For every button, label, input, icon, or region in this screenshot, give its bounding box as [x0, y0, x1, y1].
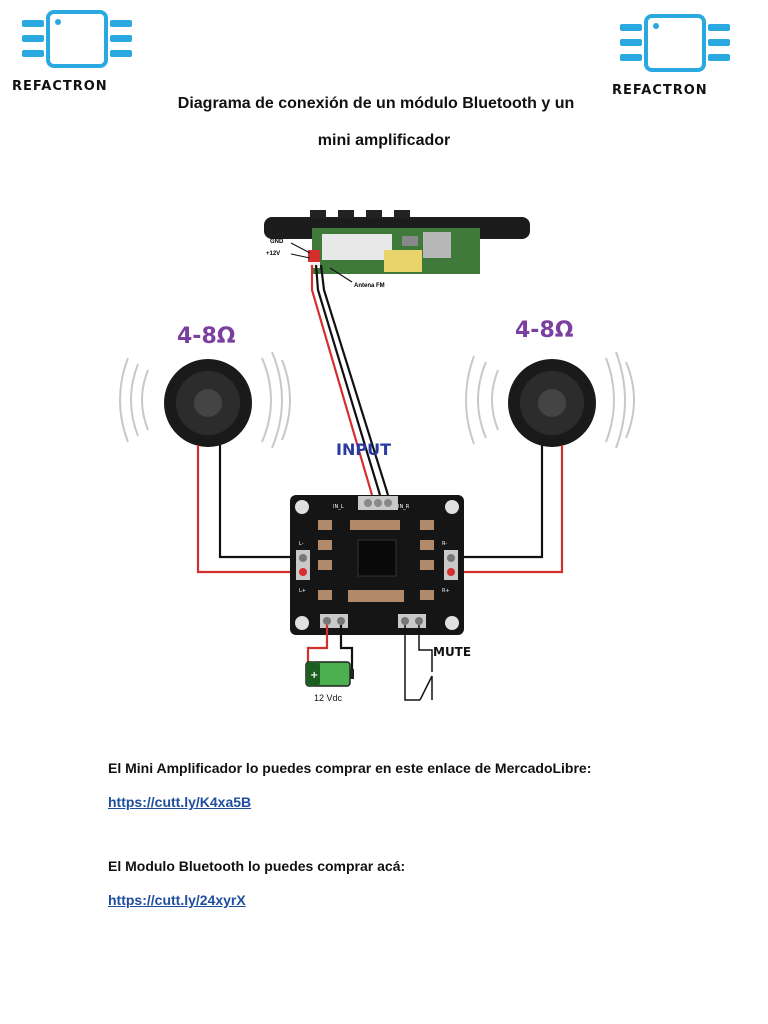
pin-l-minus-label: L- [299, 541, 304, 547]
refactron-logo-left [14, 8, 144, 83]
svg-text:+: + [310, 670, 318, 681]
mute-label: MUTE [433, 645, 471, 659]
amplifier-purchase-link[interactable]: https://cutt.ly/K4xa5B [108, 794, 252, 810]
gnd-label: GND [270, 239, 284, 245]
battery-label: 12 Vdc [314, 693, 343, 703]
antenna-label: Antena FM [354, 283, 385, 289]
amplifier-board [290, 495, 464, 635]
page-title-line2: mini amplificador [317, 132, 451, 149]
v12-label: +12V [266, 251, 280, 257]
mute-switch [404, 625, 433, 701]
pin-r-plus-label: R+ [442, 588, 450, 594]
chip-icon [22, 10, 132, 68]
amplifier-purchase-text: El Mini Amplificador lo puedes comprar e… [108, 760, 592, 776]
battery-icon: + [305, 661, 354, 687]
page-title-line1: Diagrama de conexión de un módulo Blueto… [177, 95, 575, 112]
pin-in-l-label: IN_L [333, 504, 344, 510]
refactron-logo-right [612, 12, 742, 87]
speaker-left [119, 351, 291, 449]
input-wires [310, 264, 390, 496]
bluetooth-module [264, 210, 530, 274]
pin-in-r-label: IN_R [398, 504, 410, 510]
speaker-right-impedance-label: 4-8Ω [515, 318, 574, 343]
speaker-left-impedance-label: 4-8Ω [177, 324, 236, 349]
bluetooth-purchase-text: El Modulo Bluetooth lo puedes comprar ac… [108, 858, 406, 874]
pin-l-plus-label: L+ [299, 588, 306, 594]
pin-r-minus-label: R- [442, 541, 447, 547]
chip-icon [620, 14, 730, 72]
wiring-diagram: GND +12V Antena FM 4-8Ω 4-8Ω [119, 210, 635, 703]
input-label: INPUT [336, 440, 391, 459]
brand-name-right: REFACTRON [612, 83, 708, 98]
brand-name-left: REFACTRON [12, 79, 108, 94]
bluetooth-purchase-link[interactable]: https://cutt.ly/24xyrX [108, 892, 246, 908]
speaker-wires [196, 445, 564, 574]
speaker-right [465, 351, 635, 449]
